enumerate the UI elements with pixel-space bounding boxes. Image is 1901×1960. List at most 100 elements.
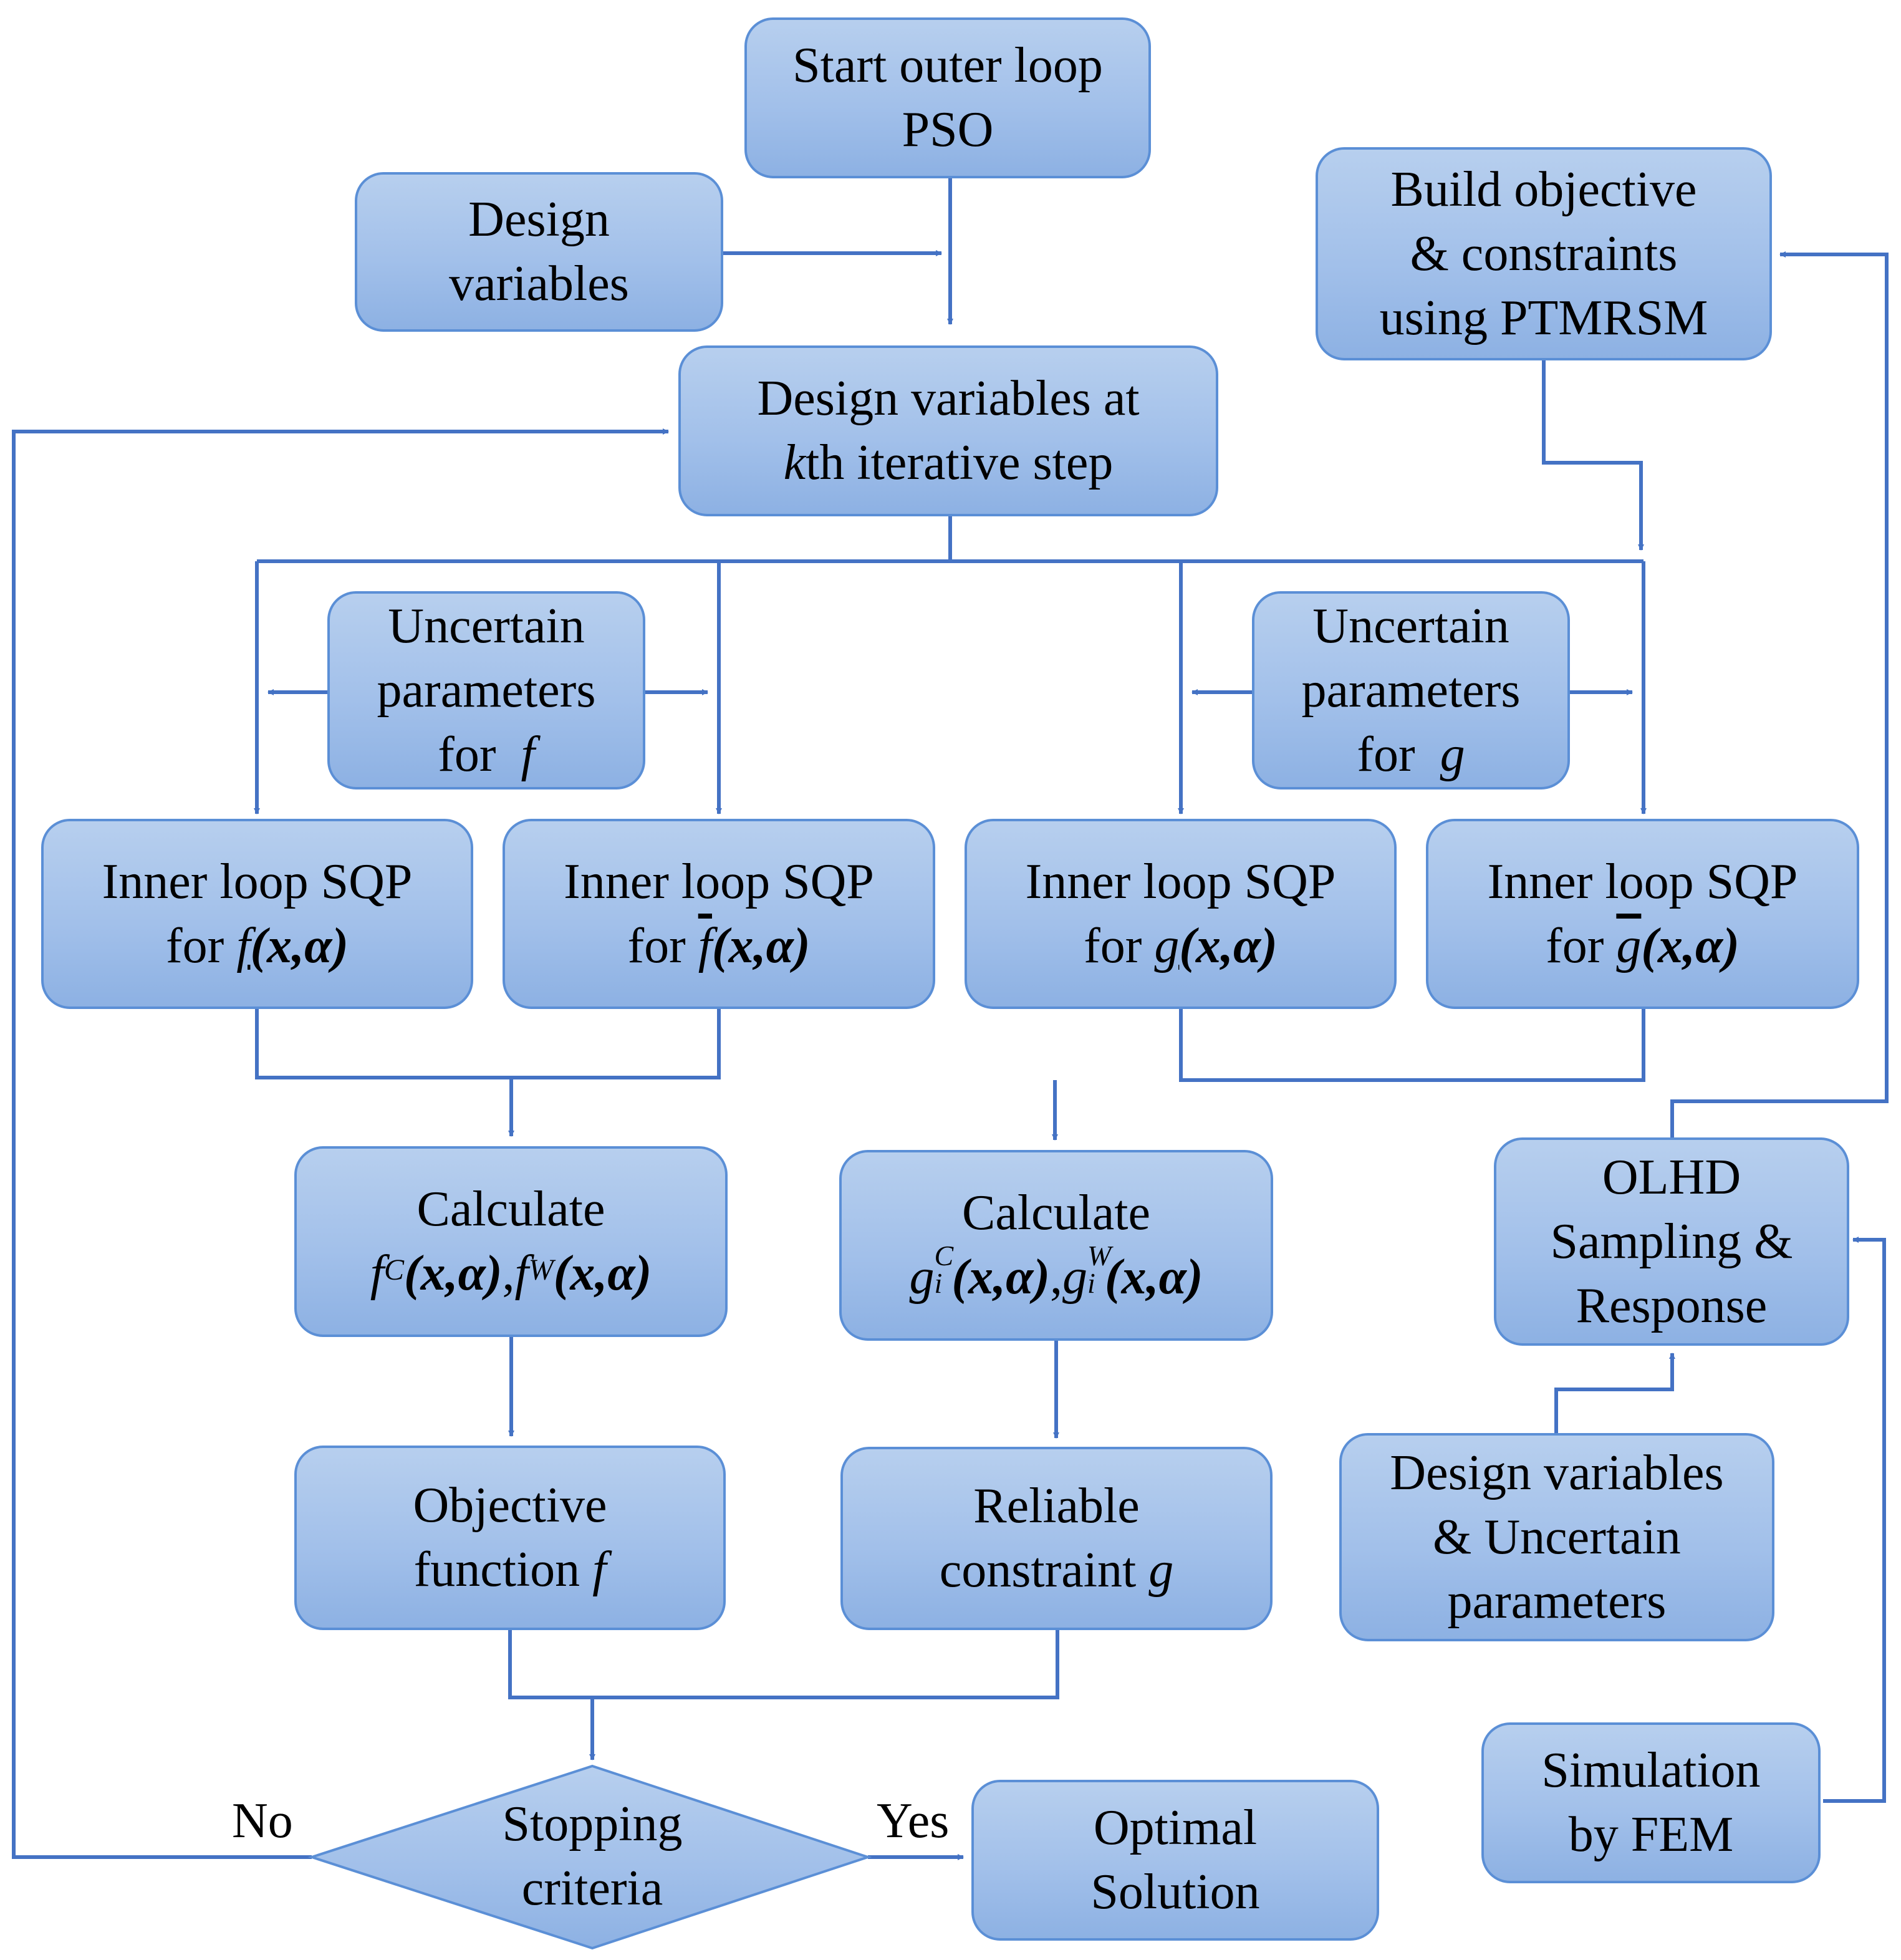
constraint-line-2: constraint g: [940, 1538, 1173, 1603]
no-label: No: [232, 1793, 293, 1848]
sqp-f-up-line-1: Inner loop SQP: [564, 854, 874, 909]
dvunc-line-2: & Uncertain: [1433, 1509, 1681, 1565]
calc-g-sub-1: i: [934, 1267, 943, 1299]
optimal-line-2: Solution: [1090, 1865, 1260, 1919]
unc-g-line-3: for g: [1302, 723, 1521, 787]
calc-f-sup-w: W: [528, 1253, 554, 1287]
unc-f-line-3: for f: [377, 723, 596, 787]
objective-line-1: Objective: [413, 1478, 607, 1533]
dvunc-line-3: parameters: [1447, 1573, 1667, 1629]
sqp-f-up-for: for: [627, 918, 686, 973]
kth-line-1: Design variables at: [757, 371, 1140, 426]
calc-g-sym-2: g: [1062, 1250, 1087, 1305]
objective-line-2: function f: [413, 1538, 607, 1602]
sqp-f-up-line-2: for f(x,α): [564, 914, 874, 978]
design-vars-line-2: variables: [449, 256, 629, 311]
uncertain-params-g-box: Uncertain parameters for g: [1252, 591, 1570, 789]
objective-function-word: function: [413, 1542, 580, 1597]
start-outer-loop-box: Start outer loop PSO: [744, 17, 1151, 178]
g-upper-symbol: g: [1616, 918, 1642, 973]
kth-step-box: Design variables at kth iterative step: [678, 345, 1218, 516]
design-variables-box: Design variables: [355, 172, 723, 332]
calc-f-line-2: fC(x,α),fW(x,α): [370, 1246, 652, 1301]
unc-f-line-2: parameters: [377, 662, 596, 718]
design-vars-uncertain-box: Design variables & Uncertain parameters: [1339, 1433, 1774, 1641]
sqp-g-up-line-1: Inner loop SQP: [1487, 854, 1798, 909]
build-line-3: using PTMRSM: [1379, 290, 1708, 345]
sqp-g-up-args: (x,α): [1641, 918, 1740, 973]
objective-function-box: Objective function f: [294, 1446, 726, 1630]
sqp-f-upper-box: Inner loop SQP for f(x,α): [503, 819, 935, 1009]
sqp-g-low-args: (x,α): [1179, 918, 1278, 973]
dvunc-line-1: Design variables: [1390, 1445, 1724, 1500]
k-symbol: k: [783, 435, 806, 490]
unc-f-line-1: Uncertain: [388, 598, 585, 654]
calc-f-line-1: Calculate: [416, 1182, 605, 1237]
unc-g-for: for: [1357, 727, 1415, 782]
fem-line-1: Simulation: [1541, 1743, 1761, 1798]
kth-rest: th iterative step: [806, 435, 1114, 490]
kth-line-2: kth iterative step: [757, 431, 1139, 495]
yes-label: Yes: [877, 1793, 950, 1848]
stopping-diamond-shape: [307, 1764, 872, 1950]
arrow-olhd-to-build: [1670, 251, 1889, 1137]
stopping-criteria-label: Stopping criteria: [436, 1792, 748, 1921]
sqp-f-low-line-2: for f(x,α): [102, 914, 413, 978]
line-join-bottom: [508, 1630, 1059, 1699]
line-join-f: [255, 1009, 721, 1079]
unc-g-line-1: Uncertain: [1312, 598, 1509, 654]
build-objective-box: Build objective & constraints using PTMR…: [1316, 147, 1772, 360]
olhd-line-1: OLHD: [1602, 1149, 1741, 1205]
olhd-line-3: Response: [1576, 1278, 1768, 1333]
sqp-g-low-for: for: [1084, 918, 1142, 973]
objective-symbol: f: [592, 1542, 607, 1597]
sqp-f-low-for: for: [165, 918, 224, 973]
sqp-f-lower-box: Inner loop SQP for f(x,α): [41, 819, 473, 1009]
constraint-word: constraint: [939, 1543, 1137, 1598]
olhd-line-2: Sampling &: [1550, 1214, 1793, 1269]
uncertain-params-f-box: Uncertain parameters for f: [327, 591, 645, 789]
optimal-solution-box: Optimal Solution: [971, 1780, 1379, 1941]
calc-g-sub-2: i: [1087, 1267, 1095, 1299]
calc-g-args-1: (x,α): [951, 1250, 1050, 1305]
calc-g-sup-w: W: [1087, 1240, 1112, 1272]
design-vars-line-1: Design: [468, 192, 610, 247]
sqp-g-low-line-2: for g(x,α): [1026, 914, 1336, 978]
sqp-g-lower-box: Inner loop SQP for g(x,α): [965, 819, 1397, 1009]
olhd-sampling-box: OLHD Sampling & Response: [1494, 1137, 1849, 1346]
unc-f-for: for: [438, 727, 496, 782]
optimal-line-1: Optimal: [1093, 1800, 1258, 1855]
sqp-g-up-for: for: [1546, 918, 1604, 973]
build-line-1: Build objective: [1390, 162, 1697, 217]
unc-f-symbol: f: [521, 727, 535, 782]
arrow-build-to-bus: [1542, 360, 1644, 551]
sqp-g-upper-box: Inner loop SQP for g(x,α): [1426, 819, 1859, 1009]
start-line-2: PSO: [902, 102, 994, 157]
stopping-line-1: Stopping: [502, 1797, 683, 1851]
reliable-constraint-box: Reliable constraint g: [840, 1447, 1273, 1630]
calc-f-sup-c: C: [383, 1253, 404, 1287]
unc-g-line-2: parameters: [1301, 662, 1521, 718]
fem-line-2: by FEM: [1568, 1807, 1734, 1862]
constraint-line-1: Reliable: [973, 1479, 1140, 1533]
f-upper-symbol: f: [698, 918, 712, 973]
constraint-symbol: g: [1148, 1543, 1174, 1598]
start-line-1: Start outer loop: [792, 38, 1103, 93]
calc-f-args-2: (x,α): [553, 1246, 652, 1301]
calc-g-sup-c: C: [934, 1240, 954, 1272]
arrow-fem-to-olhd: [1823, 1237, 1886, 1803]
build-line-2: & constraints: [1410, 226, 1678, 281]
unc-g-symbol: g: [1440, 727, 1465, 782]
arrow-dvunc-to-olhd: [1554, 1353, 1675, 1434]
stopping-line-2: criteria: [521, 1861, 663, 1916]
calc-g-line-1: Calculate: [961, 1185, 1151, 1240]
f-lower-symbol: f: [236, 918, 251, 973]
simulation-fem-box: Simulation by FEM: [1481, 1722, 1821, 1883]
arrow-no-loop-back: [12, 428, 669, 1859]
sqp-g-up-line-2: for g(x,α): [1488, 914, 1798, 978]
sqp-f-low-args: (x,α): [250, 918, 349, 973]
